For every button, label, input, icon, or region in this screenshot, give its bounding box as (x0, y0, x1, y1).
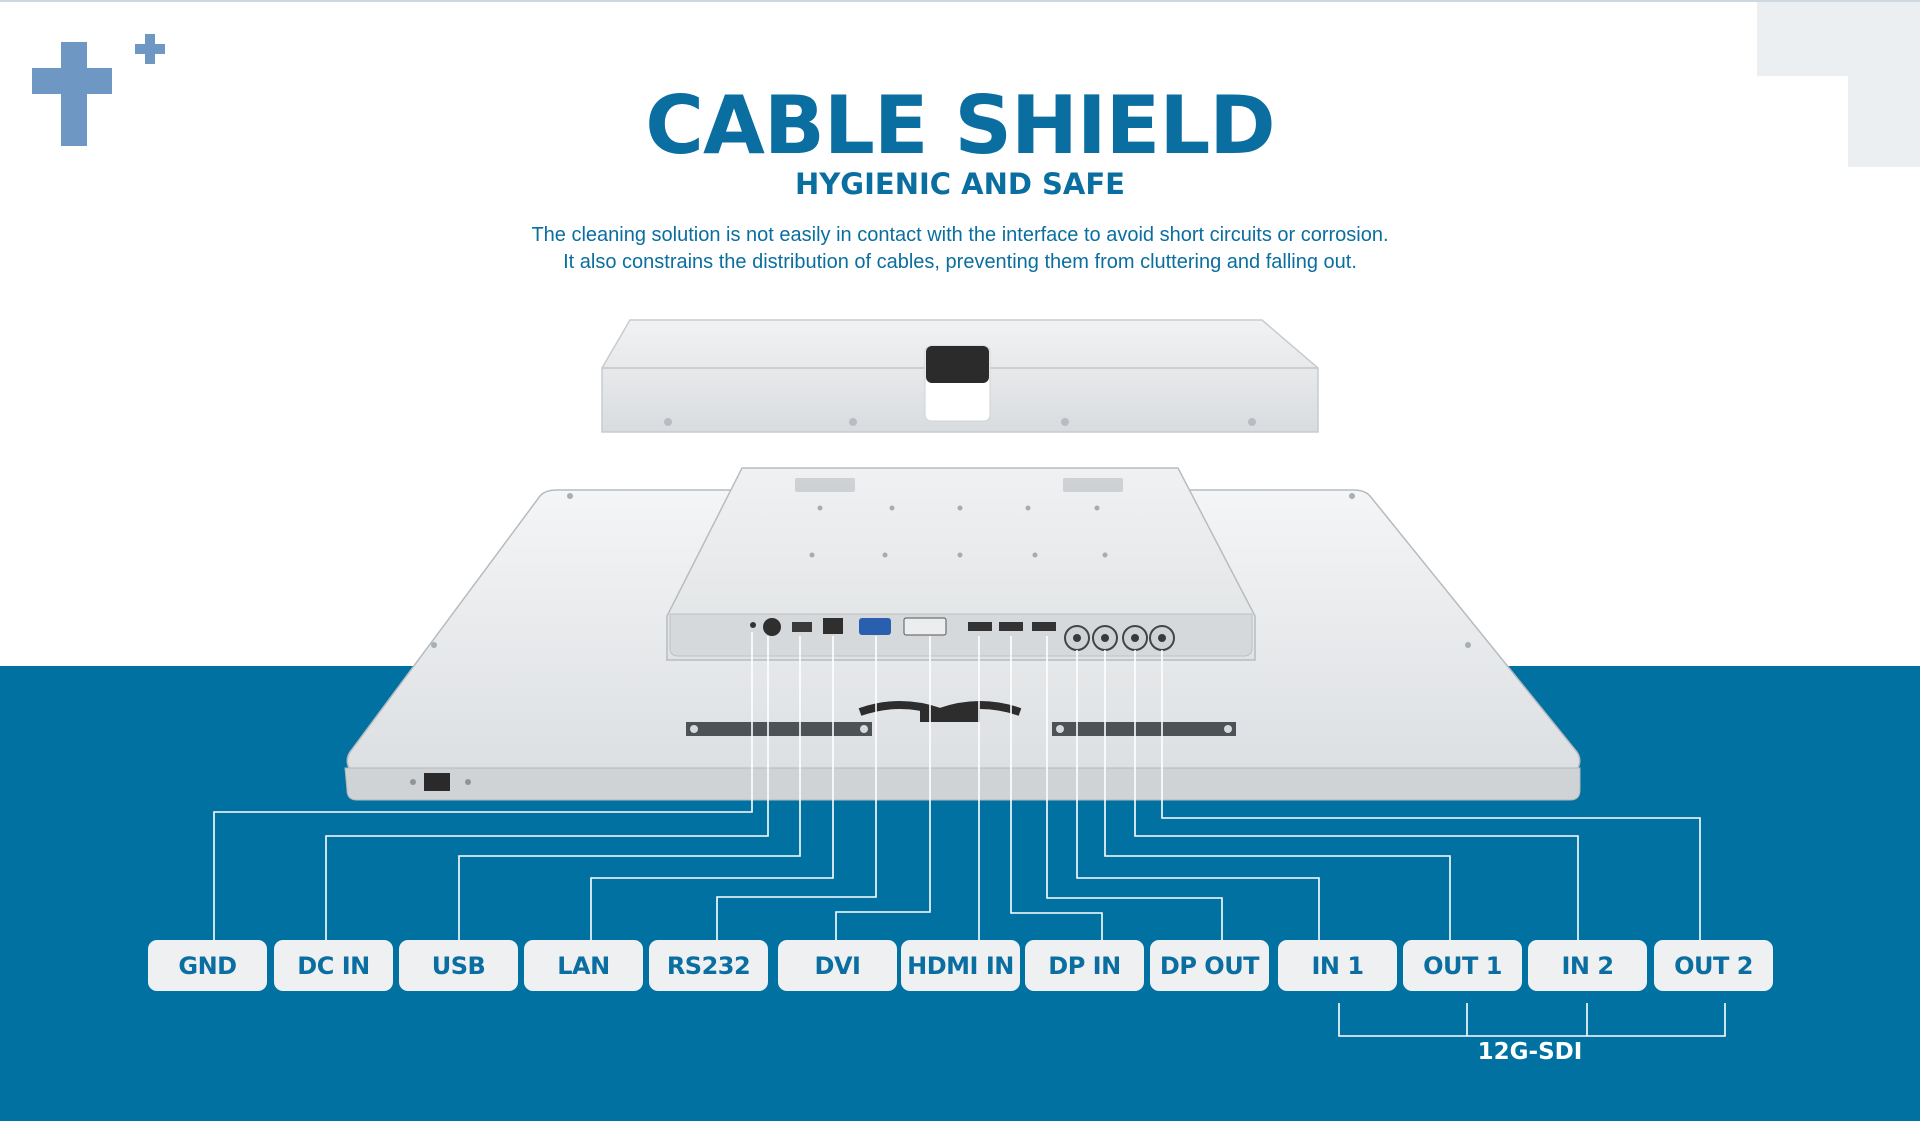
connector-lines (213, 632, 1726, 1037)
description-line-2: It also constrains the distribution of c… (563, 251, 1357, 273)
port-label-out-2: OUT 2 (1654, 940, 1773, 991)
port-label-in-1: IN 1 (1278, 940, 1397, 991)
port-label-dc-in: DC IN (274, 940, 393, 991)
cable-shield-cover (601, 319, 1319, 433)
port-label-lan: LAN (524, 940, 643, 991)
medical-cross-icon (32, 34, 165, 146)
port-label-gnd: GND (148, 940, 267, 991)
description: The cleaning solution is not easily in c… (0, 222, 1920, 276)
corner-block-decoration (1757, 2, 1920, 167)
page-subtitle: HYGIENIC AND SAFE (795, 167, 1125, 201)
port-label-usb: USB (399, 940, 518, 991)
port-label-dvi: DVI (778, 940, 897, 991)
sdi-group-label: 12G-SDI (1477, 1039, 1583, 1065)
port-label-in-2: IN 2 (1528, 940, 1647, 991)
port-label-rs232: RS232 (649, 940, 768, 991)
port-label-dp-in: DP IN (1025, 940, 1144, 991)
top-divider (0, 0, 1920, 2)
page-title: CABLE SHIELD (645, 79, 1275, 172)
port-label-out-1: OUT 1 (1403, 940, 1522, 991)
port-label-dp-out: DP OUT (1150, 940, 1269, 991)
description-line-1: The cleaning solution is not easily in c… (531, 224, 1389, 246)
io-box (666, 467, 1256, 661)
port-label-hdmi-in: HDMI IN (901, 940, 1020, 991)
